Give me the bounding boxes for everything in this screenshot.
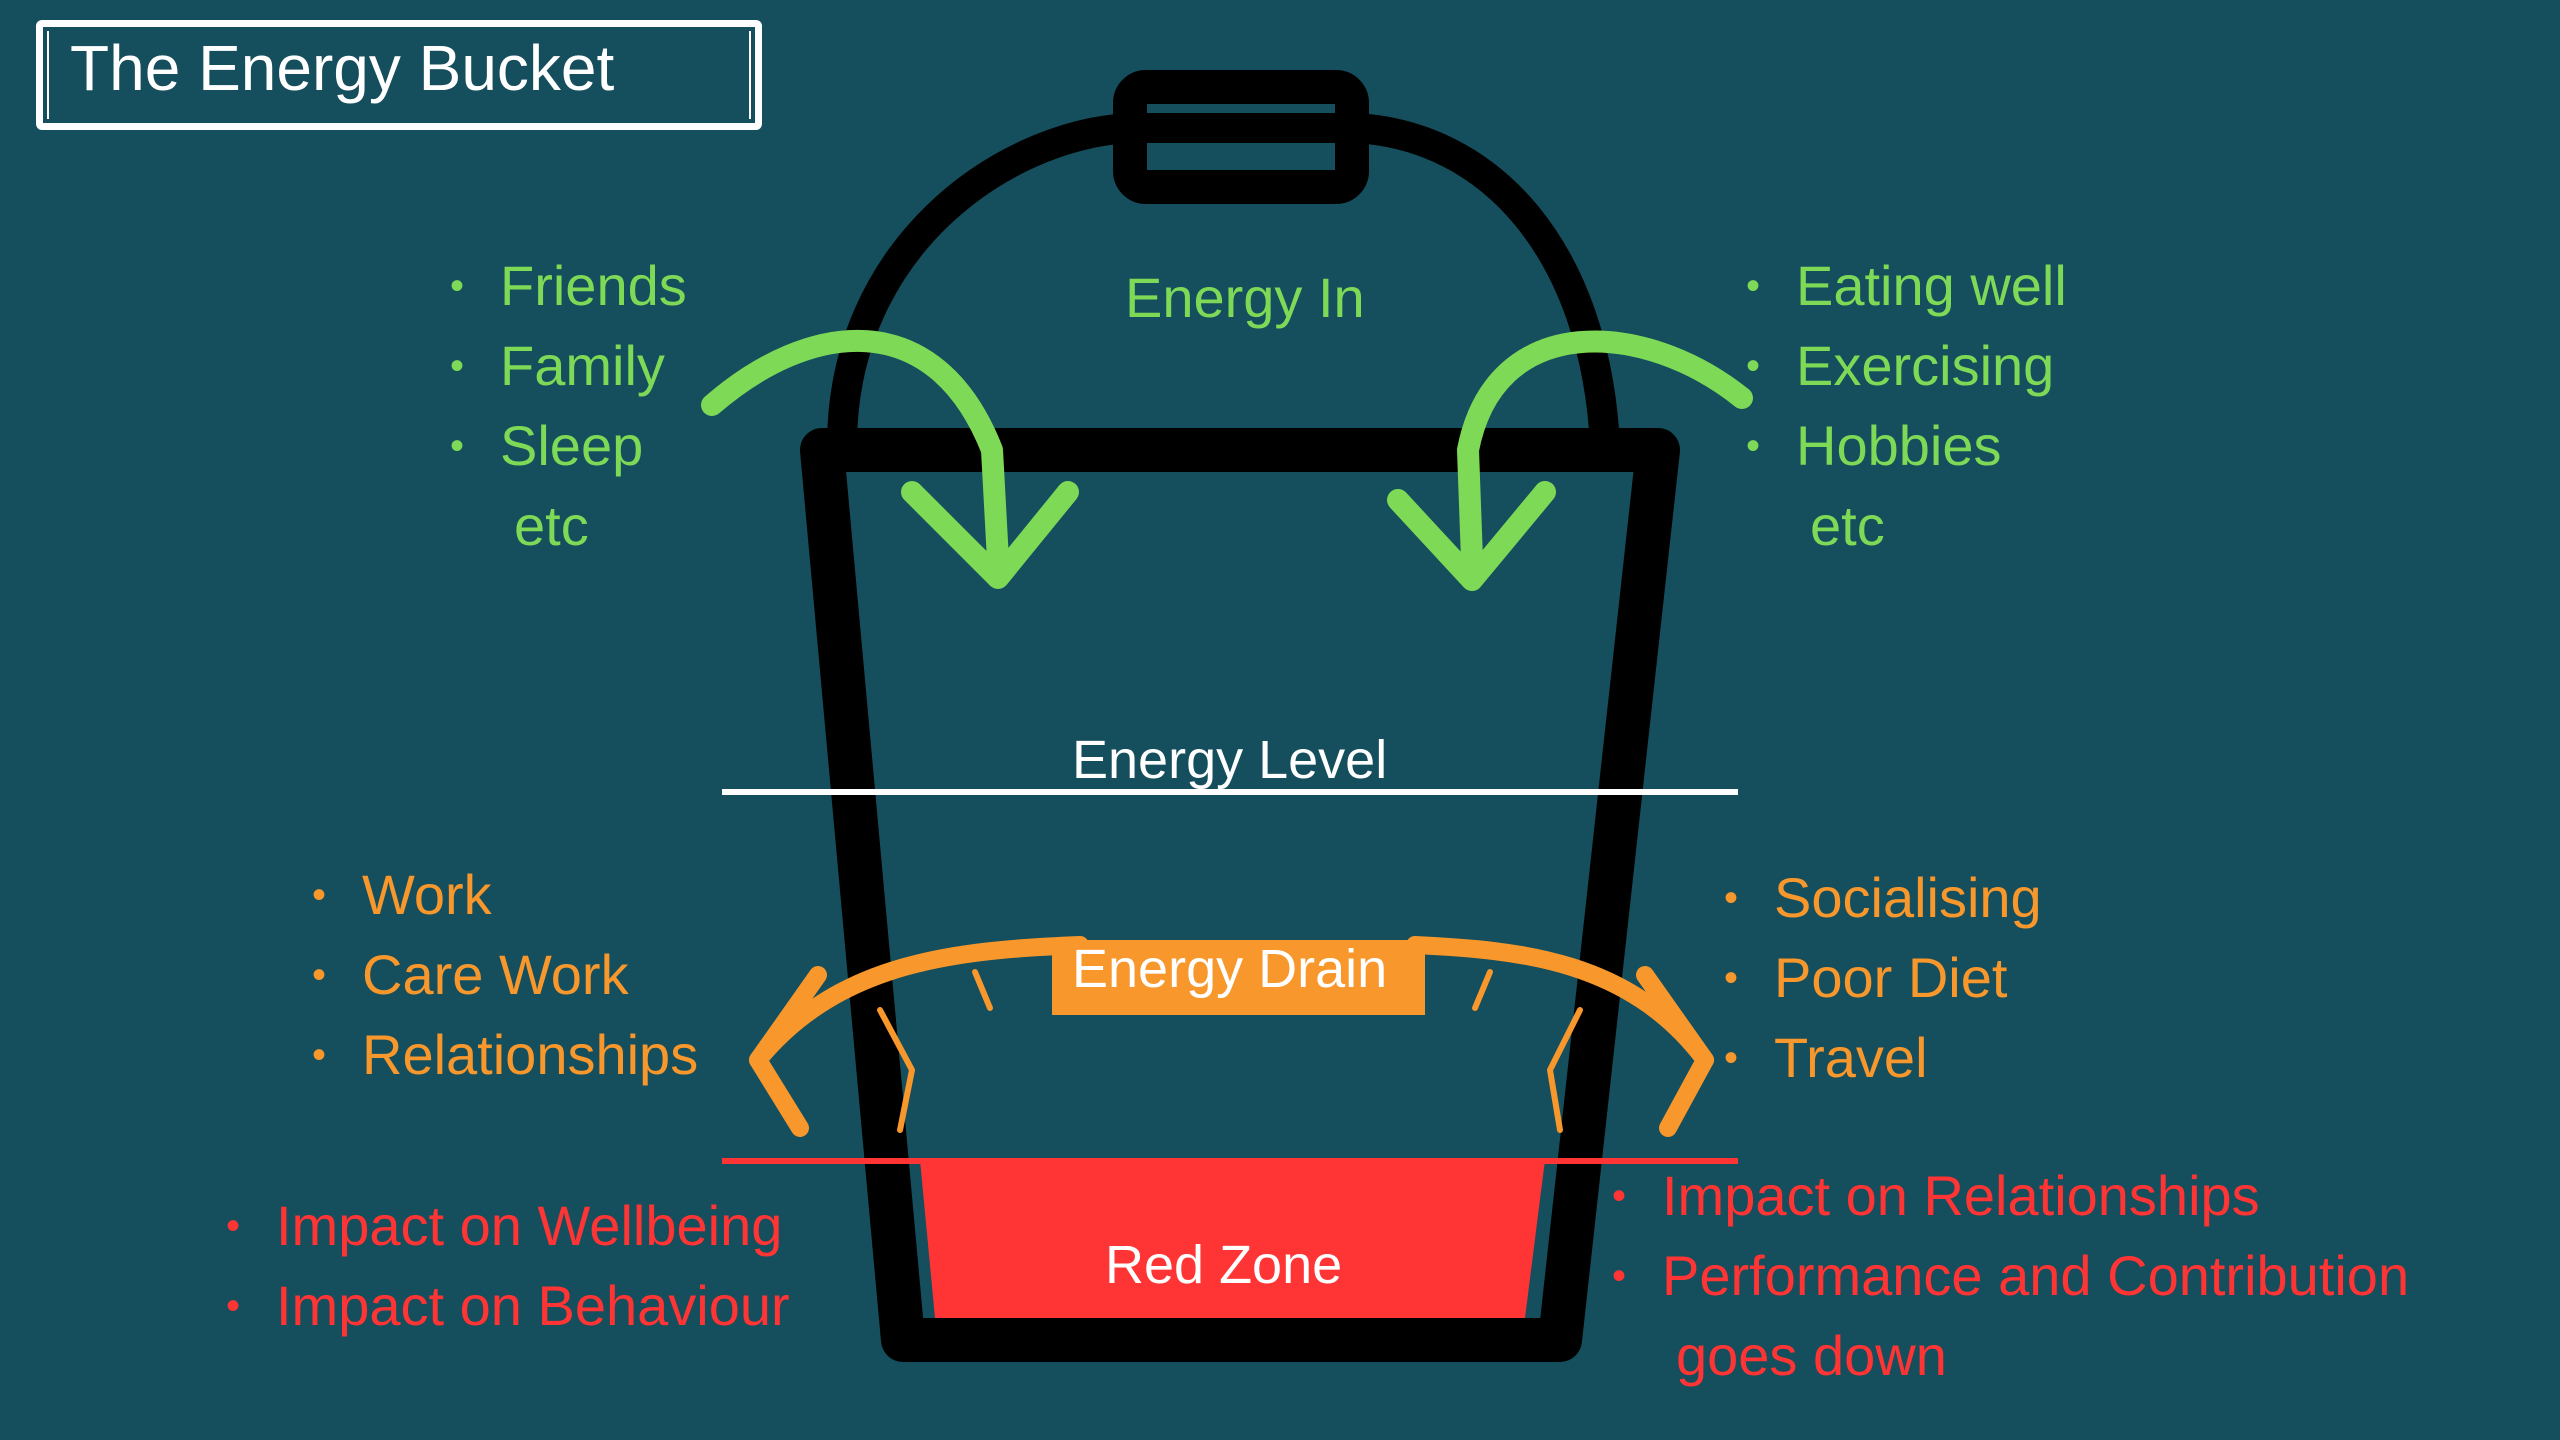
bullet: • (1724, 956, 1739, 1000)
energy-level-label: Energy Level (1072, 730, 1388, 790)
energy-drain-right-list: •Socialising •Poor Diet •Travel (1724, 858, 2042, 1098)
bullet: • (450, 344, 465, 388)
list-item: •Family (450, 326, 687, 406)
list-item: •Exercising (1746, 326, 2067, 406)
bullet: • (1612, 1174, 1627, 1218)
bullet: • (1746, 344, 1761, 388)
bullet: • (312, 873, 327, 917)
energy-drain-left-list: •Work •Care Work •Relationships (312, 855, 698, 1095)
bullet: • (1746, 424, 1761, 468)
list-item: •Sleep (450, 406, 687, 486)
list-item: •Impact on Wellbeing (226, 1186, 790, 1266)
list-item-etc: etc (514, 494, 589, 557)
bullet: • (450, 424, 465, 468)
list-item: •Impact on Relationships (1612, 1156, 2409, 1236)
red-zone-fill (920, 1160, 1545, 1318)
red-zone-right-list: •Impact on Relationships •Performance an… (1612, 1156, 2409, 1396)
bullet: • (1724, 1036, 1739, 1080)
bullet: • (226, 1204, 241, 1248)
bullet: • (226, 1284, 241, 1328)
bullet: • (450, 264, 465, 308)
list-item: •Friends (450, 246, 687, 326)
list-item: •Eating well (1746, 246, 2067, 326)
red-zone-label: Red Zone (1105, 1235, 1343, 1295)
energy-drain-arrow (749, 936, 1714, 1137)
list-item: •Work (312, 855, 698, 935)
list-item-etc: etc (1810, 494, 1885, 557)
list-item-continuation: goes down (1676, 1324, 1947, 1387)
list-item: •Care Work (312, 935, 698, 1015)
page-title: The Energy Bucket (70, 32, 615, 104)
bullet: • (312, 953, 327, 997)
bullet: • (1612, 1254, 1627, 1298)
energy-drain-label-bg (1052, 940, 1425, 1015)
energy-in-arrow-left (701, 329, 1079, 589)
title-box (36, 20, 762, 130)
list-item: •Impact on Behaviour (226, 1266, 790, 1346)
bullet: • (312, 1033, 327, 1077)
bucket-body (800, 428, 1680, 1362)
bullet: • (1746, 264, 1761, 308)
list-item: •Relationships (312, 1015, 698, 1095)
list-item: •Performance and Contribution (1612, 1236, 2409, 1316)
list-item: •Hobbies (1746, 406, 2067, 486)
bucket-handle-grip (1113, 70, 1369, 204)
energy-in-left-list: •Friends •Family •Sleep etc (450, 246, 687, 566)
list-item: •Socialising (1724, 858, 2042, 938)
bullet: • (1724, 876, 1739, 920)
energy-in-label: Energy In (1125, 266, 1365, 329)
energy-in-right-list: •Eating well •Exercising •Hobbies etc (1746, 246, 2067, 566)
list-item: •Poor Diet (1724, 938, 2042, 1018)
bucket-handle (827, 113, 1620, 446)
energy-drain-label: Energy Drain (1072, 939, 1388, 999)
list-item: •Travel (1724, 1018, 2042, 1098)
red-zone-left-list: •Impact on Wellbeing •Impact on Behaviou… (226, 1186, 790, 1346)
energy-in-arrow-right (1387, 330, 1753, 591)
